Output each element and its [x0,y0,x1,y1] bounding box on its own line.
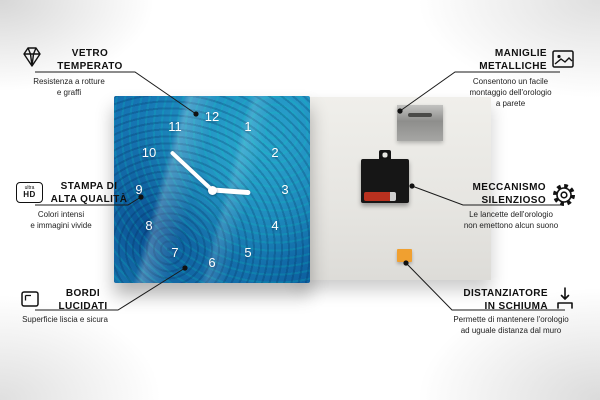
clock-number: 6 [208,255,216,270]
diamond-icon [20,46,44,73]
ultra-hd-icon-bottom: HD [23,190,36,199]
clock-number: 1 [244,119,252,134]
clock-front-view: 12 1 2 3 4 5 6 7 8 9 10 11 [114,96,310,283]
mounting-plate [397,105,443,141]
center-cap [207,185,217,195]
minute-hand [169,150,214,192]
clock-number: 2 [271,145,279,160]
callout-desc-bordi: Superficie liscia e sicura [22,315,108,324]
clock-number: 5 [244,245,252,260]
callout-title-meccanismo: MECCANISMO SILENZIOSO [472,182,546,206]
clock-number: 7 [171,245,179,260]
callout-title-bordi: BORDI LUCIDATI [58,288,108,312]
clock-number: 8 [145,218,153,233]
clock-number: 4 [271,218,279,233]
callout-desc-vetro: Resistenza a rotture e graffi [33,77,105,97]
polished-edge-icon [18,288,42,315]
foam-spacer [397,249,412,262]
clock-number: 10 [141,145,157,160]
callout-title-maniglie: MANIGLIE METALLICHE [479,48,547,72]
battery [364,192,396,201]
mounting-slot [408,113,432,117]
ultra-hd-icon: ultra HD [16,182,43,203]
callout-desc-stampa: Colori intensi e immagini vivide [30,210,92,230]
clock-number: 9 [135,182,143,197]
picture-frame-icon [551,49,575,74]
clock-number: 3 [281,182,289,197]
ultra-hd-icon-top: ultra [24,185,35,191]
callout-desc-distanziatore: Permette di mantenere l'orologio ad ugua… [453,315,569,335]
clock-number: 11 [168,119,182,134]
clock-number: 12 [204,109,220,124]
callout-title-vetro: VETRO TEMPERATO [57,48,123,72]
callout-desc-maniglie: Consentono un facile montaggio dell'orol… [469,77,552,108]
hour-hand [211,187,251,196]
callout-title-distanziatore: DISTANZIATORE IN SCHIUMA [463,288,548,312]
wall-spacer-icon [554,286,576,317]
gear-icon [551,182,577,213]
callout-title-stampa: STAMPA DI ALTA QUALITÀ [50,181,128,205]
clock-mechanism [361,159,409,203]
callout-desc-meccanismo: Le lancette dell'orologio non emettono a… [463,210,559,230]
